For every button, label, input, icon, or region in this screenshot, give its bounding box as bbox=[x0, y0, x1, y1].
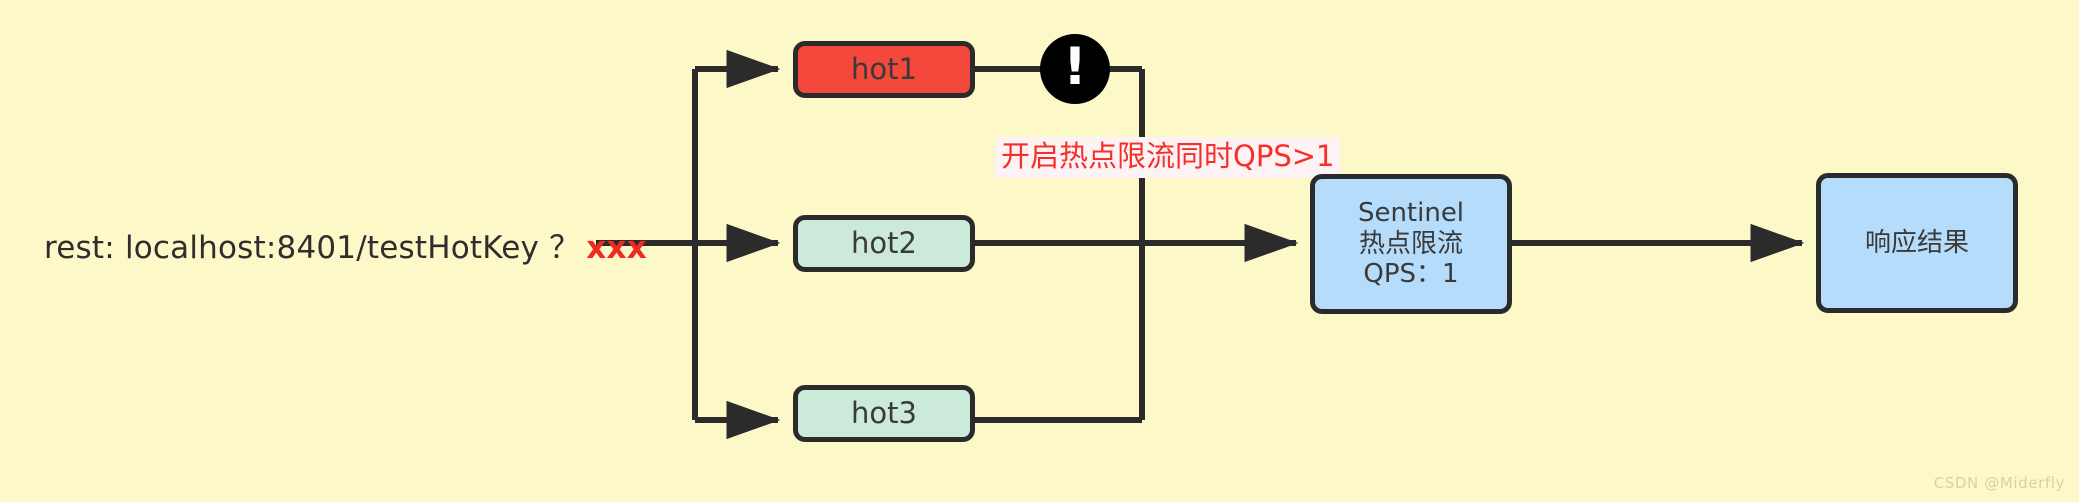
node-hot1[interactable]: hot1 bbox=[793, 41, 975, 98]
node-sentinel[interactable]: Sentinel 热点限流 QPS：1 bbox=[1310, 174, 1512, 314]
node-hot3-label: hot3 bbox=[851, 396, 917, 431]
node-hot3[interactable]: hot3 bbox=[793, 385, 975, 442]
node-hot1-label: hot1 bbox=[851, 52, 917, 87]
request-param-value: xxx bbox=[586, 230, 647, 266]
watermark: CSDN @Miderfly bbox=[1933, 474, 2065, 492]
condition-annotation-text: 开启热点限流同时QPS>1 bbox=[1001, 139, 1335, 173]
exclamation-glyph: ! bbox=[1063, 37, 1087, 97]
node-sentinel-line2: 热点限流 bbox=[1358, 228, 1463, 259]
node-response-result-label: 响应结果 bbox=[1864, 227, 1969, 258]
warning-exclamation-icon: ! bbox=[1040, 34, 1110, 104]
node-sentinel-line3: QPS：1 bbox=[1363, 259, 1459, 290]
condition-annotation-label: 开启热点限流同时QPS>1 bbox=[995, 137, 1341, 179]
node-sentinel-line1: Sentinel bbox=[1357, 197, 1465, 228]
request-url-label: rest: localhost:8401/testHotKey ？ bbox=[44, 230, 581, 266]
node-response-result[interactable]: 响应结果 bbox=[1816, 173, 2018, 313]
request-url-text: rest: localhost:8401/testHotKey ？xxx bbox=[44, 222, 647, 267]
node-hot2-label: hot2 bbox=[851, 226, 917, 261]
node-hot2[interactable]: hot2 bbox=[793, 215, 975, 272]
